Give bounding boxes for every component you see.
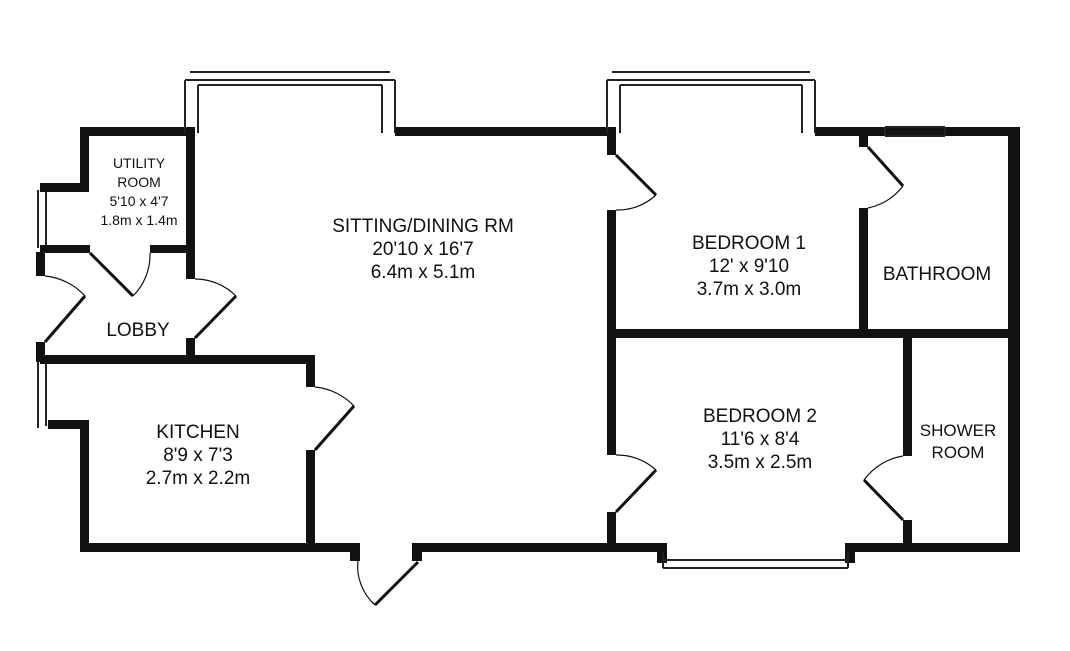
window xyxy=(184,71,396,133)
wall xyxy=(859,127,868,147)
door xyxy=(313,386,356,451)
bedroom1-name: BEDROOM 1 xyxy=(692,233,806,254)
wall xyxy=(412,543,422,561)
door xyxy=(614,454,658,514)
wall xyxy=(607,329,1020,338)
door xyxy=(866,145,905,209)
wall xyxy=(40,183,89,192)
wall xyxy=(186,338,195,362)
wall xyxy=(350,543,360,561)
wall xyxy=(80,127,190,136)
door xyxy=(43,275,87,343)
lobby-name: LOBBY xyxy=(106,320,170,341)
wall xyxy=(306,450,315,550)
wall xyxy=(80,420,89,552)
bedroom2-imperial: 11'6 x 8'4 xyxy=(721,429,800,450)
door xyxy=(862,455,905,522)
utility-room-metric: 1.8m x 1.4m xyxy=(100,212,177,228)
wall xyxy=(186,127,195,247)
shower-room-name-line2: ROOM xyxy=(932,443,985,462)
door xyxy=(357,559,420,607)
wall xyxy=(306,355,315,387)
kitchen-metric: 2.7m x 2.2m xyxy=(146,468,251,489)
wall xyxy=(845,543,1020,552)
utility-room-name-line2: ROOM xyxy=(117,174,161,190)
wall xyxy=(607,127,616,155)
wall xyxy=(903,520,912,552)
doors xyxy=(43,145,905,607)
bedroom1-imperial: 12' x 9'10 xyxy=(709,256,789,277)
wall xyxy=(36,252,45,276)
sitting-dining-room-name: SITTING/DINING RM xyxy=(332,216,514,237)
wall xyxy=(815,127,1020,136)
utility-room-name-line1: UTILITY xyxy=(113,155,166,171)
windows xyxy=(37,71,946,569)
sitting-dining-room-imperial: 20'10 x 16'7 xyxy=(372,239,473,260)
wall xyxy=(845,543,855,563)
kitchen-name: KITCHEN xyxy=(156,422,239,443)
wall xyxy=(80,543,360,552)
window xyxy=(662,552,849,569)
door xyxy=(88,251,151,298)
bedroom2-metric: 3.5m x 2.5m xyxy=(708,452,813,473)
wall xyxy=(150,245,195,253)
bathroom-name: BATHROOM xyxy=(883,264,991,285)
wall xyxy=(48,420,89,429)
wall xyxy=(395,127,615,136)
shower-room-name-line1: SHOWER xyxy=(920,421,997,440)
wall xyxy=(40,355,315,364)
window xyxy=(37,190,47,248)
window xyxy=(884,126,946,137)
kitchen-imperial: 8'9 x 7'3 xyxy=(163,445,233,466)
door xyxy=(193,278,238,340)
wall xyxy=(80,127,89,189)
wall xyxy=(412,543,667,552)
window xyxy=(37,362,47,428)
utility-room-imperial: 5'10 x 4'7 xyxy=(109,193,168,209)
wall xyxy=(607,512,616,552)
bedroom2-name: BEDROOM 2 xyxy=(703,406,817,427)
wall xyxy=(903,329,912,456)
room-labels: SITTING/DINING RM 20'10 x 16'7 6.4m x 5.… xyxy=(100,155,996,489)
wall xyxy=(40,245,90,253)
bedroom1-metric: 3.7m x 3.0m xyxy=(697,279,802,300)
sitting-dining-room-metric: 6.4m x 5.1m xyxy=(371,262,476,283)
wall xyxy=(36,342,45,362)
wall xyxy=(1008,127,1020,552)
wall xyxy=(859,208,868,335)
wall xyxy=(186,247,195,279)
door xyxy=(614,153,658,211)
window xyxy=(606,71,816,133)
walls xyxy=(36,127,1020,563)
